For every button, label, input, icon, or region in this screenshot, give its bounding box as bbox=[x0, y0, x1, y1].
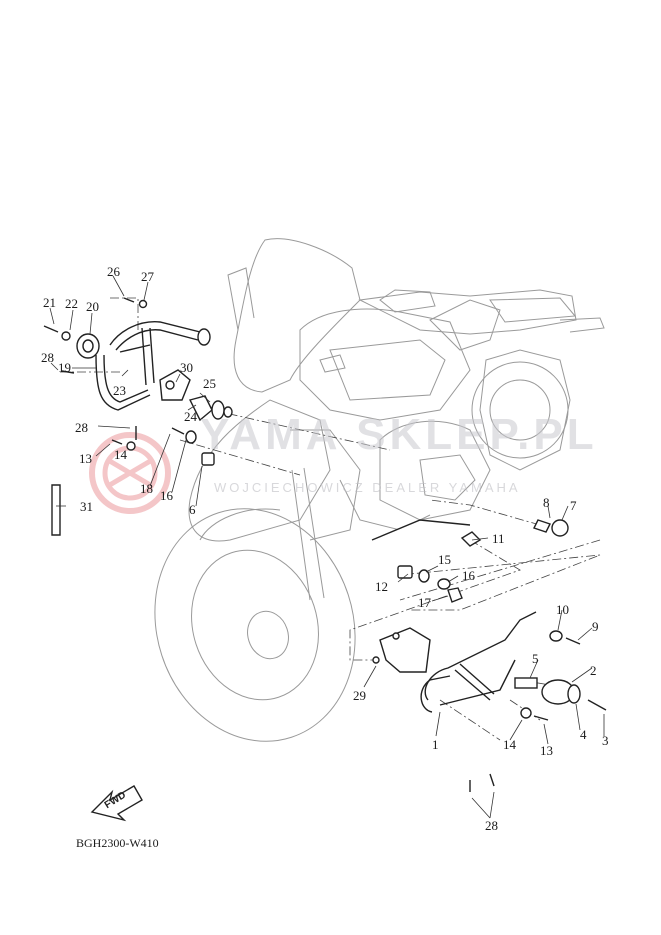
callout-28b: 28 bbox=[75, 420, 88, 435]
callout-23: 23 bbox=[113, 383, 126, 398]
callout-14a: 14 bbox=[114, 447, 127, 462]
callout-28a: 28 bbox=[41, 350, 54, 365]
callout-30: 30 bbox=[180, 360, 193, 375]
callout-8: 8 bbox=[543, 495, 550, 510]
callout-13a: 13 bbox=[79, 451, 92, 466]
callout-15: 15 bbox=[438, 552, 451, 567]
callout-31: 31 bbox=[80, 499, 93, 514]
callout-14b: 14 bbox=[503, 737, 516, 752]
motorcycle-outline bbox=[154, 238, 605, 742]
callout-11: 11 bbox=[492, 531, 505, 546]
catalog-code: BGH2300-W410 bbox=[76, 836, 159, 850]
callout-28c: 28 bbox=[485, 818, 498, 833]
right-guard-assembly bbox=[371, 519, 607, 792]
callout-12: 12 bbox=[375, 579, 388, 594]
left-guard-assembly bbox=[43, 297, 233, 536]
callout-3: 3 bbox=[602, 733, 609, 748]
callout-16b: 16 bbox=[462, 568, 475, 583]
callout-16a: 16 bbox=[160, 488, 173, 503]
callout-9: 9 bbox=[592, 619, 599, 634]
callout-4: 4 bbox=[580, 727, 587, 742]
leader-lines bbox=[49, 275, 605, 819]
callout-5: 5 bbox=[532, 651, 539, 666]
callout-27: 27 bbox=[141, 269, 154, 284]
callout-17: 17 bbox=[418, 595, 431, 610]
callout-29: 29 bbox=[353, 688, 366, 703]
callout-19: 19 bbox=[58, 360, 71, 375]
watermark-brand: YAMA SKLEP.PL bbox=[200, 410, 598, 459]
callout-18: 18 bbox=[140, 481, 153, 496]
callout-25: 25 bbox=[203, 376, 216, 391]
callout-21: 21 bbox=[43, 295, 56, 310]
guide-lines bbox=[60, 297, 601, 741]
callout-13b: 13 bbox=[540, 743, 553, 758]
callout-2: 2 bbox=[590, 663, 597, 678]
callout-1: 1 bbox=[432, 737, 439, 752]
callout-24: 24 bbox=[184, 409, 197, 424]
callout-26: 26 bbox=[107, 264, 120, 279]
watermark-tagline: WOJCIECHOWICZ DEALER YAMAHA bbox=[214, 480, 521, 495]
callout-6: 6 bbox=[189, 502, 196, 517]
fwd-arrow-icon bbox=[90, 785, 143, 822]
callout-10: 10 bbox=[556, 602, 569, 617]
callout-20: 20 bbox=[86, 299, 99, 314]
callout-22: 22 bbox=[65, 296, 78, 311]
callout-7: 7 bbox=[570, 498, 577, 513]
